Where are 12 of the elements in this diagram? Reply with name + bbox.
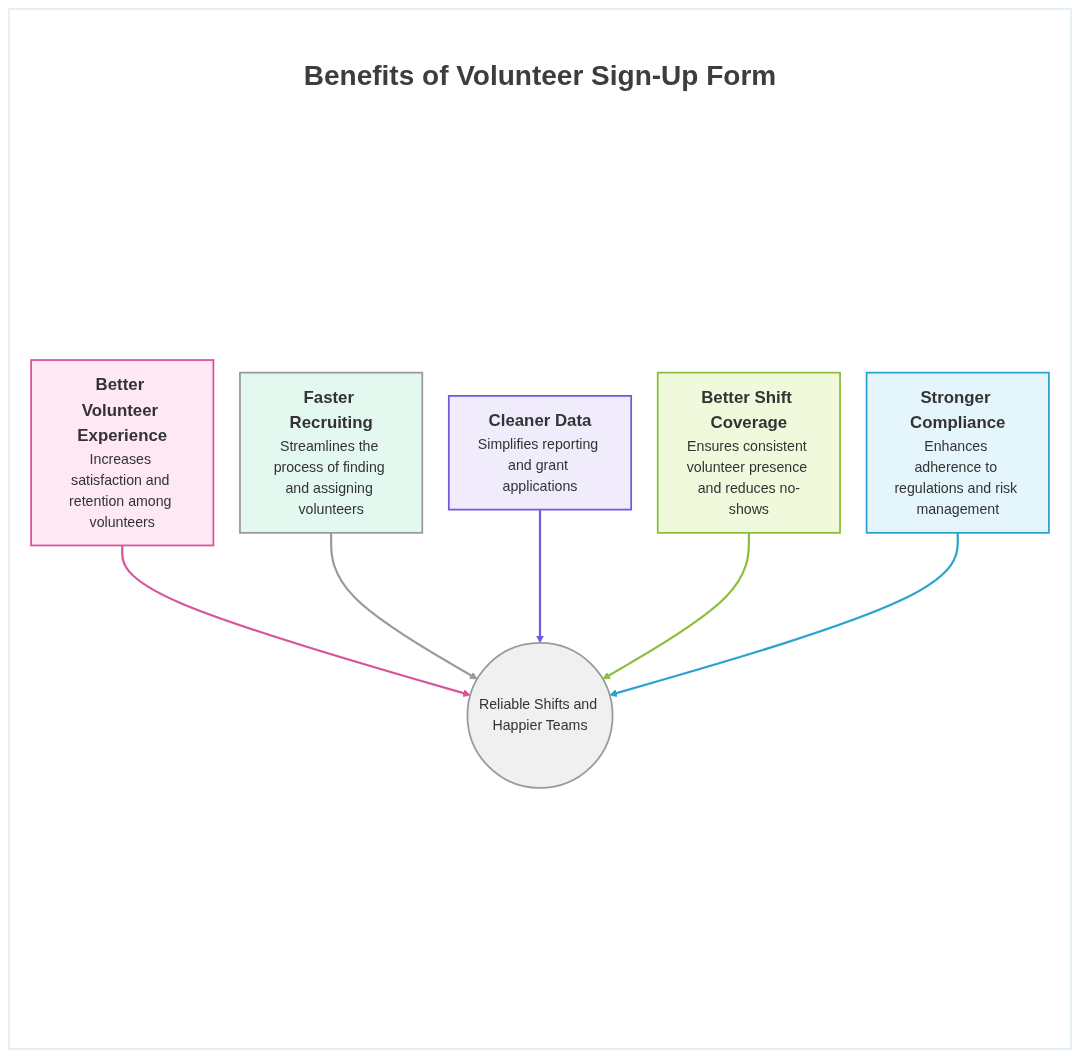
node-circle: Reliable Shifts and Happier Teams bbox=[466, 641, 614, 789]
arrow bbox=[609, 532, 959, 697]
node-box: Better Shift Coverage Ensures consistent volunteer presence and reduces no-shows bbox=[656, 371, 841, 534]
node-box: Cleaner Data Simplifies reporting and grant applications bbox=[447, 395, 633, 511]
arrow bbox=[602, 532, 750, 680]
arrow bbox=[121, 545, 471, 697]
diagram-title: Benefits of Volunteer Sign-Up Form bbox=[303, 60, 777, 91]
node-box: Stronger Compliance Enhances adherence to regulations and risk management bbox=[865, 371, 1050, 534]
node-box: Better Volunteer Experience Increases satisfaction and retention among volunteers bbox=[30, 359, 215, 547]
node-box: Faster Recruiting Streamlines the process of finding and assigning volunteers bbox=[239, 371, 424, 534]
arrow bbox=[536, 509, 544, 644]
arrow bbox=[330, 532, 478, 680]
